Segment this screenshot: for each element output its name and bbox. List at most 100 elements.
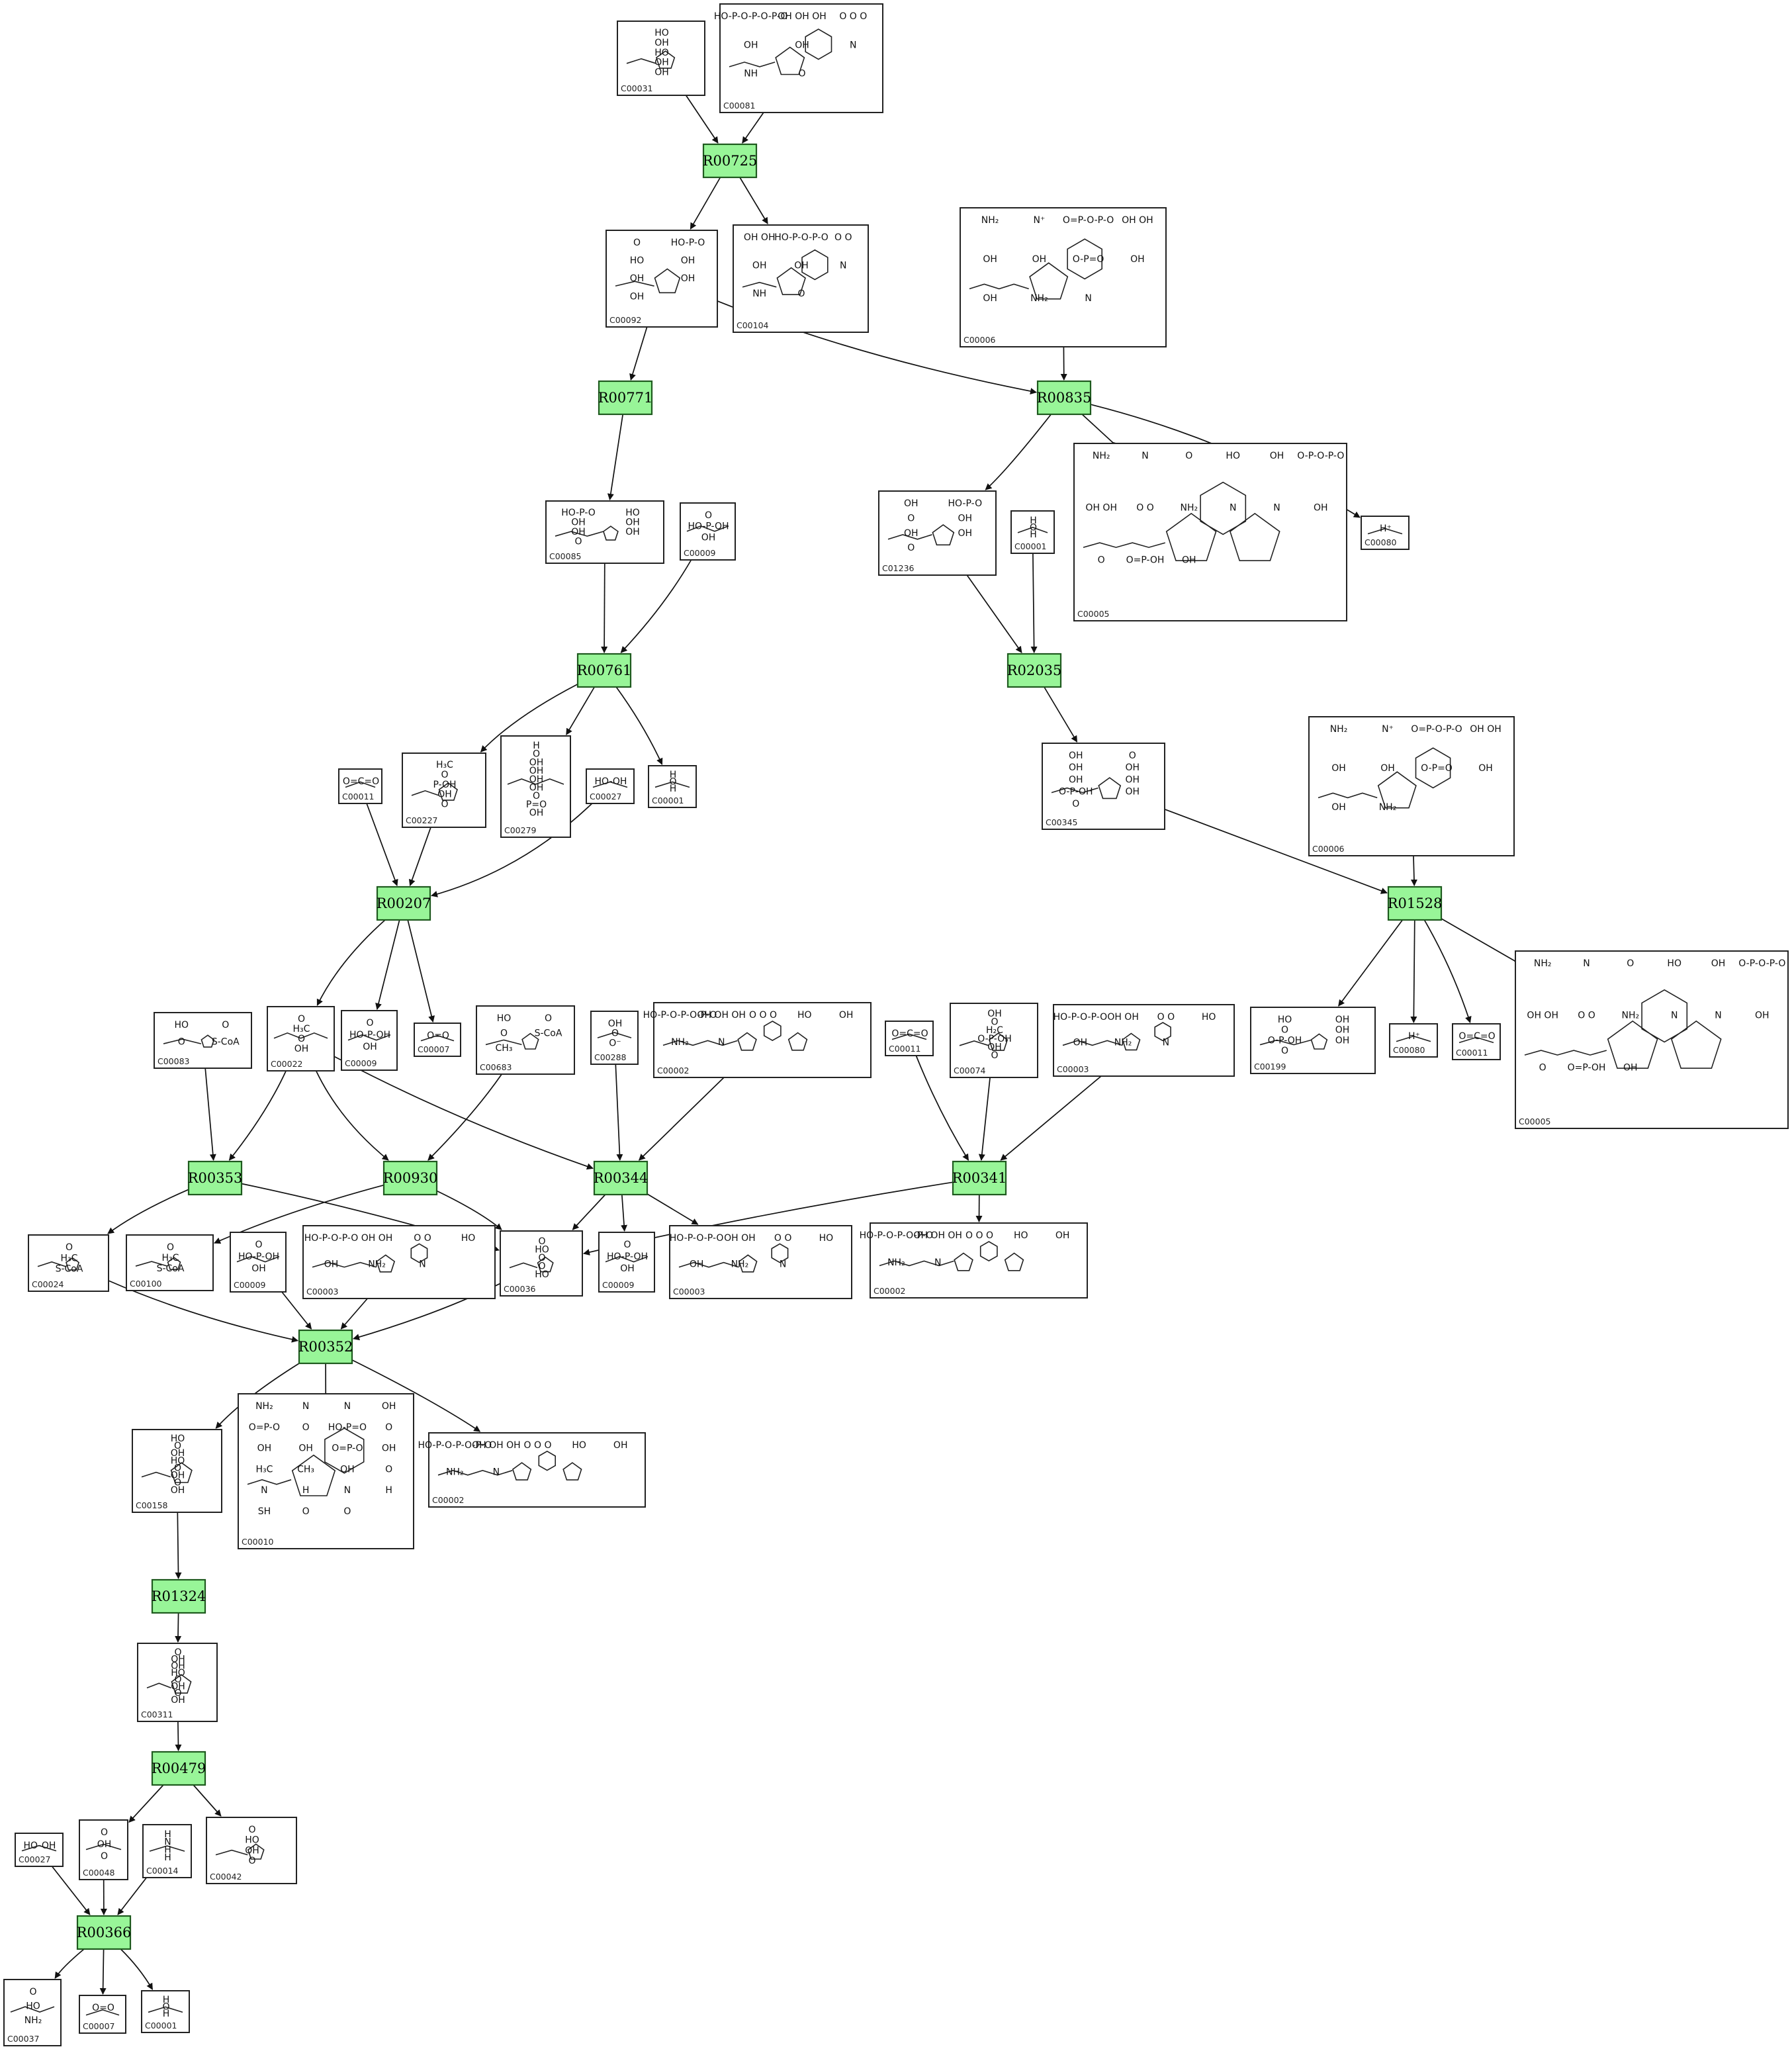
compound-node-c80a[interactable]: H⁺C00080 [1361, 516, 1410, 550]
compound-box [206, 1817, 297, 1884]
atom-label: OH [681, 273, 695, 284]
edge-r00352-to-c2c [351, 1359, 481, 1432]
reaction-node-r00207[interactable]: R00207 [377, 886, 431, 921]
atom-label: OH [1130, 254, 1145, 265]
atom-label: NH₂ [255, 1401, 273, 1412]
atom-label: O=P-OH [1568, 1062, 1606, 1073]
reaction-node-r00352[interactable]: R00352 [298, 1329, 353, 1365]
reaction-node-r00341[interactable]: R00341 [952, 1160, 1007, 1196]
atom-label: O [298, 1034, 305, 1044]
structure-drawing [273, 1032, 328, 1039]
reaction-node-r00344[interactable]: R00344 [594, 1160, 649, 1196]
reaction-node-r00353[interactable]: R00353 [188, 1160, 243, 1196]
reaction-node-r00930[interactable]: R00930 [383, 1160, 438, 1196]
structure-drawing [507, 778, 564, 785]
atom-label: OH [1270, 451, 1284, 461]
atom-label: O=P-O-P-O [1411, 724, 1462, 735]
reaction-node-r02035[interactable]: R02035 [1007, 653, 1062, 688]
reaction-node-r00835[interactable]: R00835 [1037, 380, 1092, 416]
structure-drawing [146, 1674, 192, 1694]
atom-label: OH [171, 1695, 185, 1706]
atom-label: OH [1314, 503, 1328, 514]
reaction-node-r01324[interactable]: R01324 [152, 1578, 206, 1614]
edge-r00344-to-c36a [572, 1194, 606, 1230]
atom-label: O [174, 1441, 181, 1451]
edge-r00725-to-c104a [739, 177, 768, 224]
compound-node-c80b[interactable]: H⁺C00080 [1389, 1023, 1438, 1058]
atom-label: HO-P-OH [349, 1030, 390, 1040]
reaction-label: R00479 [152, 1760, 206, 1776]
reaction-node-r00366[interactable]: R00366 [77, 1915, 132, 1950]
atom-label: NH₂ [1180, 503, 1198, 514]
atom-label: O [574, 536, 582, 547]
atom-label: OH [1069, 751, 1083, 761]
compound-box [586, 768, 635, 804]
atom-label: OH [1335, 1025, 1350, 1036]
structure-drawing [135, 1257, 181, 1270]
atom-label: OH [437, 790, 452, 800]
structure-drawing [1458, 1036, 1494, 1044]
reaction-node-r01528[interactable]: R01528 [1388, 886, 1443, 921]
reaction-node-r00761[interactable]: R00761 [577, 653, 632, 688]
edge-c22a-to-r00344 [334, 1056, 594, 1170]
atom-label: OH [97, 1839, 112, 1850]
reaction-node-r00725[interactable]: R00725 [703, 143, 758, 179]
atom-label: OH [571, 517, 586, 527]
atom-label: OH [630, 273, 645, 284]
atom-label: S-CoA [212, 1036, 240, 1047]
reaction-node-r00479[interactable]: R00479 [152, 1751, 206, 1786]
reaction-node-r00771[interactable]: R00771 [598, 380, 653, 416]
structure-drawing [686, 525, 729, 532]
atom-label: HO-P-O-P-O-P-O [714, 11, 788, 22]
